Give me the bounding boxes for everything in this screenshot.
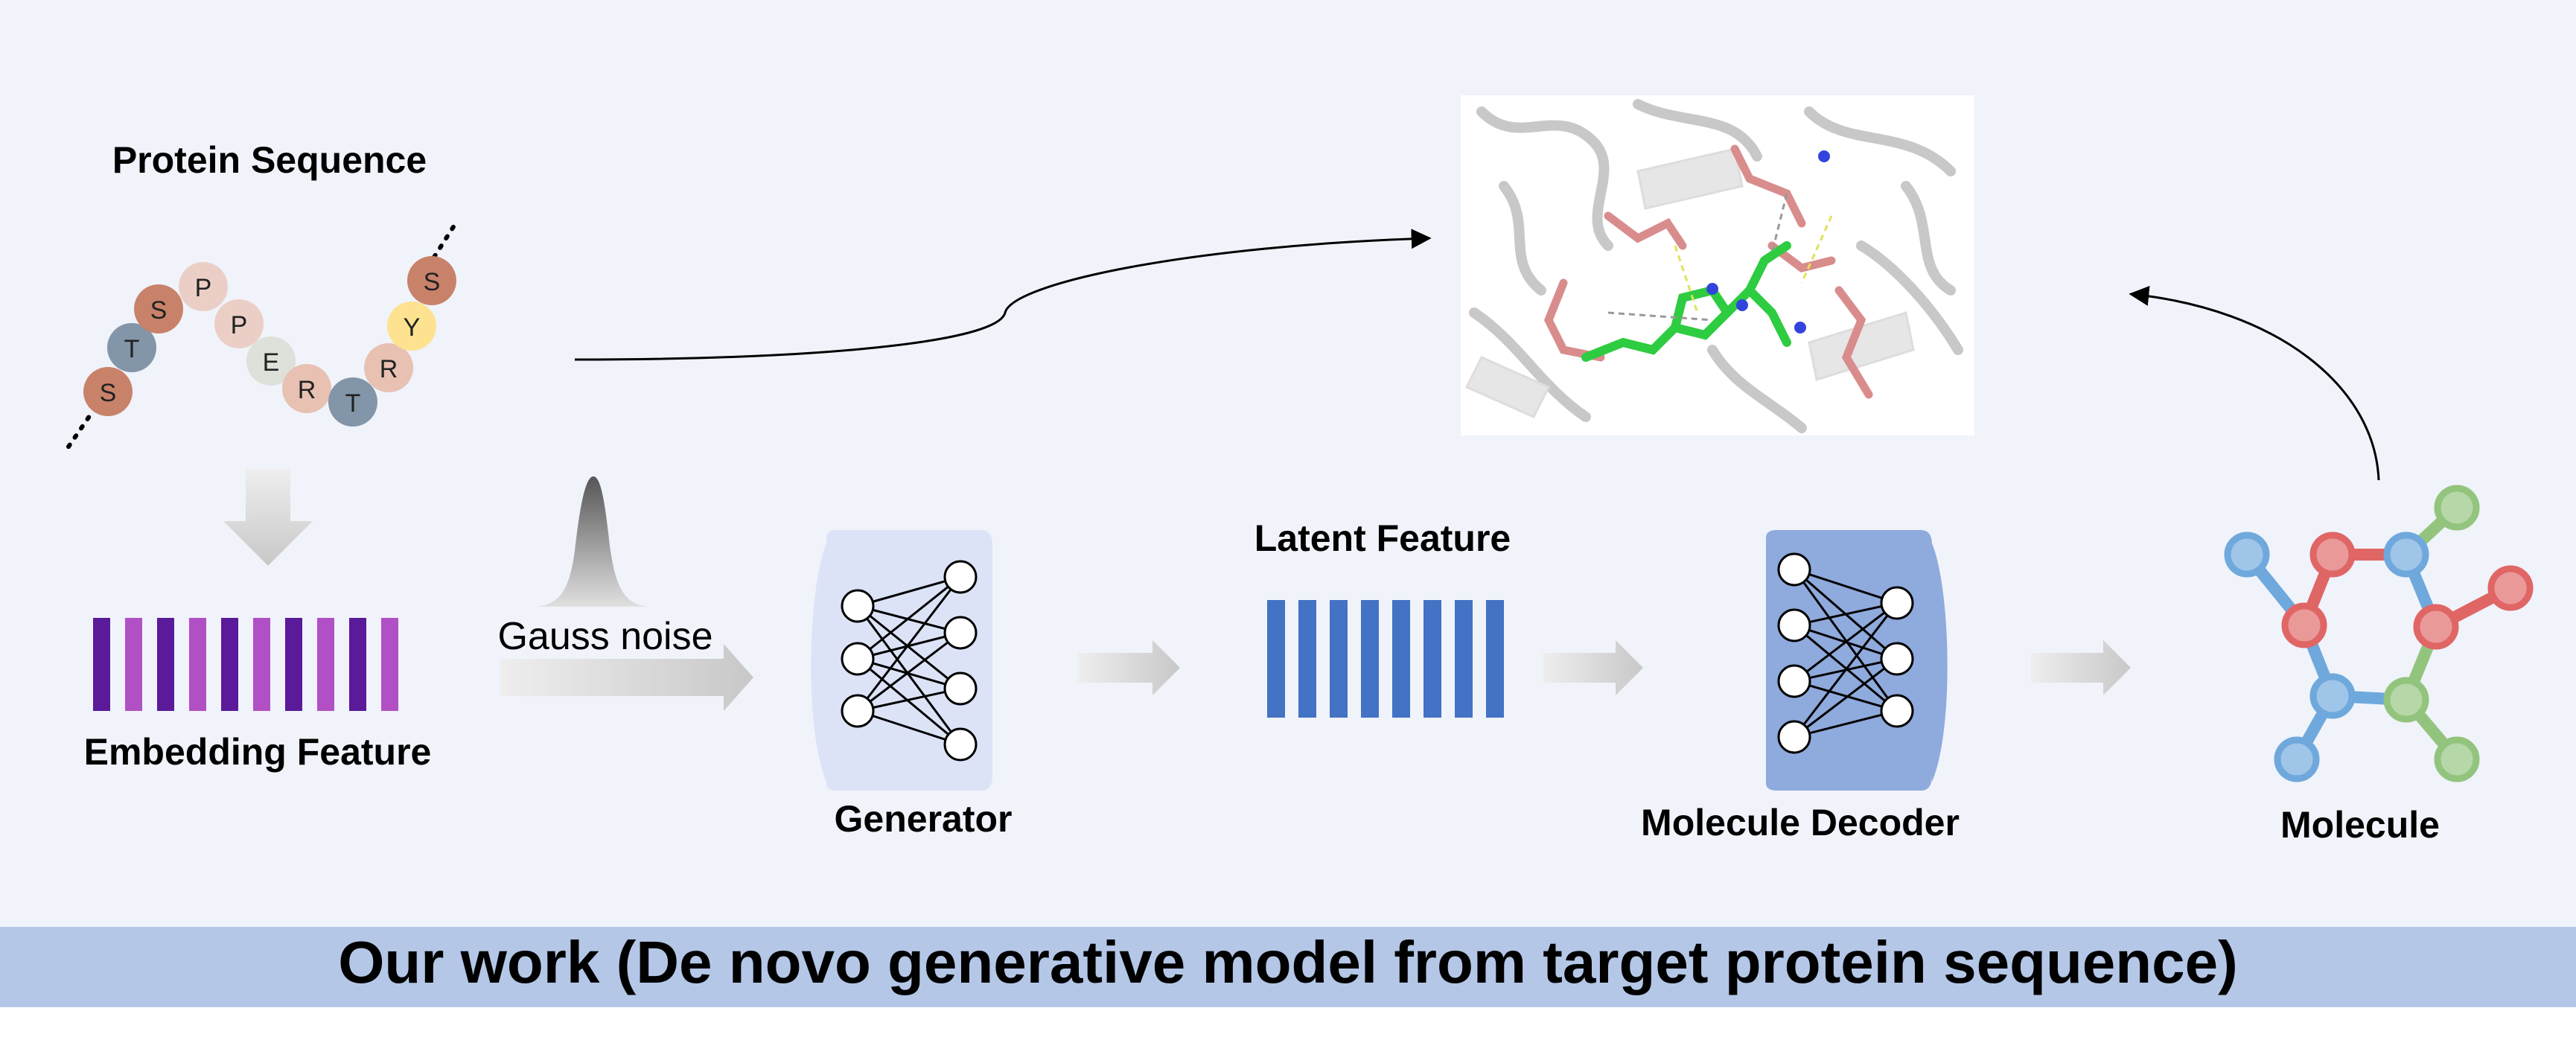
molecule-graph: [2224, 485, 2534, 782]
molecule-label: Molecule: [2280, 804, 2440, 846]
svg-text:S: S: [100, 379, 117, 407]
generator-network: [841, 560, 978, 762]
generator-to-latent-arrow: [1078, 640, 1180, 695]
noise-to-generator-arrow: [500, 644, 753, 711]
molecule-to-complex-connector: [2129, 286, 2380, 481]
residue-6: E: [246, 336, 296, 386]
svg-text:E: E: [263, 348, 280, 377]
molecule-decoder-label: Molecule Decoder: [1641, 802, 1960, 843]
residue-3: S: [134, 284, 183, 334]
residue-11: S: [407, 256, 456, 305]
residue-4: P: [179, 262, 228, 311]
sequence-to-complex-connector: [574, 229, 1432, 361]
latent-to-decoder-arrow: [1543, 640, 1643, 695]
svg-text:S: S: [150, 296, 168, 325]
protein-ligand-complex-image: [1461, 95, 1974, 435]
svg-text:T: T: [124, 335, 140, 363]
residue-9: R: [364, 343, 413, 392]
gauss-noise-curve: [536, 476, 649, 607]
residue-2: T: [107, 323, 156, 372]
chain-dots-right: [426, 221, 458, 269]
down-arrow: [223, 469, 313, 566]
svg-text:T: T: [345, 389, 361, 418]
svg-text:Y: Y: [404, 313, 421, 342]
residue-5: P: [214, 299, 264, 348]
protein-chain: S T S P P E R T R Y S: [83, 256, 456, 427]
diagram-background: [0, 0, 2576, 927]
decoder-network: [1777, 552, 1914, 754]
residue-10: Y: [387, 301, 436, 351]
svg-text:R: R: [380, 355, 398, 383]
latent-feature-label: Latent Feature: [1254, 517, 1511, 559]
residue-7: R: [282, 364, 331, 413]
embedding-feature-label: Embedding Feature: [84, 731, 432, 773]
svg-text:R: R: [298, 376, 316, 404]
bottom-banner: [0, 927, 2576, 1007]
gauss-noise-label: Gauss noise: [497, 615, 712, 658]
svg-text:P: P: [231, 311, 248, 339]
residue-8: T: [328, 377, 377, 427]
decoder-to-molecule-arrow: [2031, 640, 2131, 695]
protein-sequence-label: Protein Sequence: [112, 139, 427, 181]
chain-dots-left: [66, 409, 95, 449]
svg-text:S: S: [424, 268, 441, 296]
embedding-feature-bars: [93, 618, 398, 711]
generator-label: Generator: [835, 798, 1013, 840]
banner-text: Our work (De novo generative model from …: [338, 929, 2238, 995]
residue-1: S: [83, 367, 133, 416]
latent-feature-bars: [1267, 600, 1504, 718]
svg-text:P: P: [195, 274, 212, 302]
